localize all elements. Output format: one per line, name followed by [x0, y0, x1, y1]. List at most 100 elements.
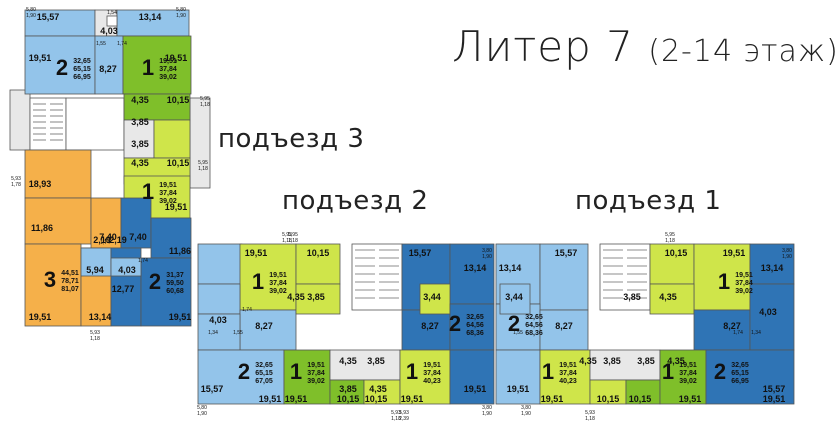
room-area-label: 4,35 [369, 384, 387, 394]
wall-dimension-label: 5,93 [399, 410, 409, 416]
wall-dimension-label: 1,55 [233, 330, 243, 336]
room-10-15-a [329, 379, 365, 405]
apartment-total-area: 37,84 [307, 370, 325, 377]
apartment-total-area: 37,84 [269, 280, 287, 287]
wall-dimension-label: 1,90 [782, 254, 792, 260]
room-area-label: 18,93 [29, 179, 52, 189]
room-area-label: 19,51 [763, 394, 786, 404]
room-4-35 [295, 283, 341, 315]
apartment-living-area: 32,65 [731, 362, 749, 369]
wall-dimension-label: 3,80 [482, 405, 492, 411]
apartment-room-count: 2 [508, 311, 520, 336]
apartment-room-count: 2 [238, 359, 250, 384]
room-area-label: 19,51 [165, 53, 188, 63]
apartment-area-with-balcony: 39,02 [159, 198, 177, 205]
room-area-label: 15,57 [555, 248, 578, 258]
room-area-label: 13,14 [464, 263, 487, 273]
room-19-51-lime [539, 349, 591, 405]
room-area-label: 3,85 [339, 384, 357, 394]
room-area-label: 3,85 [637, 356, 655, 366]
bathroom-block [329, 349, 401, 381]
apartment-total-area: 37,84 [159, 66, 177, 73]
room-area-label: 19,51 [29, 312, 52, 322]
wall-dimension-label: 5,93 [90, 330, 100, 336]
room-19-51-green [283, 349, 331, 405]
apartment-living-area: 32,65 [73, 58, 91, 65]
wall-dimension-label: 2,39 [399, 416, 409, 422]
room-13-14-dark [749, 243, 795, 285]
room-area-label: 13,14 [761, 263, 784, 273]
title-floors: (2-14 этаж) [648, 34, 839, 69]
apartment-room-count: 3 [44, 267, 56, 292]
room-area-label: 3,44 [423, 292, 441, 302]
room-15-57-dark [705, 349, 795, 405]
bathroom-block [589, 349, 661, 381]
room-area-label: 10,15 [337, 394, 360, 404]
room-13-14-dark [449, 243, 495, 305]
room-area-label: 10,15 [167, 158, 190, 168]
apartment-room-count: 1 [406, 359, 418, 384]
room-area-label: 8,27 [99, 64, 117, 74]
wall-dimension-label: 5,80 [176, 7, 186, 13]
wall-dimension-label: 1,55 [96, 41, 106, 47]
room-area-label: 3,85 [131, 117, 149, 127]
stair-well [599, 243, 651, 311]
wall-dimension-label: 1,90 [482, 411, 492, 417]
room-area-label: 19,51 [679, 394, 702, 404]
wc [106, 15, 118, 27]
apartment-area-with-balcony: 68,36 [525, 330, 543, 337]
wall-dimension-label: 1,55 [513, 330, 523, 336]
room-area-label: 15,57 [763, 384, 786, 394]
room-area-label: 3,85 [367, 356, 385, 366]
apartment-area-with-balcony: 39,02 [679, 378, 697, 385]
room-area-label: 4,03 [100, 26, 118, 36]
room-4-03 [749, 283, 795, 351]
room-area-label: 2,19 [109, 235, 127, 245]
room-area-label: 19,51 [169, 312, 192, 322]
wall-dimension-label: 1,74 [117, 41, 127, 47]
apartment-room-count: 1 [252, 269, 264, 294]
room-area-label: 15,57 [37, 12, 60, 22]
room-area-label: 4,35 [667, 356, 685, 366]
room-area-label: 11,86 [31, 223, 53, 233]
apartment-area-with-balcony: 40,23 [559, 378, 577, 385]
room-5-94 [80, 247, 112, 277]
apartment-room-count: 1 [662, 359, 674, 384]
room-area-label: 12,77 [112, 284, 135, 294]
room-area-label: 19,51 [259, 394, 282, 404]
room-area-label: 4,35 [659, 292, 677, 302]
room-area-label: 19,51 [541, 394, 564, 404]
room-area-label: 3,85 [131, 139, 149, 149]
wall-dimension-label: 1,18 [585, 416, 595, 422]
wall-dimension-label: 1,90 [197, 411, 207, 417]
apartment-total-area: 64,56 [466, 322, 484, 329]
room-15-57 [539, 243, 589, 311]
room-area-label: 19,51 [507, 384, 530, 394]
apartment-room-count: 2 [714, 359, 726, 384]
room-19-51-blue [495, 349, 541, 405]
room-area-label: 19,51 [245, 248, 268, 258]
room-area-label: 8,27 [421, 321, 439, 331]
room-area-label: 19,51 [723, 248, 746, 258]
wall-dimension-label: 1,90 [26, 13, 36, 19]
wall-dimension-label: 1,18 [200, 102, 210, 108]
wall-dimension-label: 5,80 [197, 405, 207, 411]
wall-dimension-label: 1,18 [90, 336, 100, 342]
wall-dimension-label: 5,80 [26, 7, 36, 13]
room-area-label: 3,85 [307, 292, 325, 302]
apartment-area-with-balcony: 68,36 [466, 330, 484, 337]
apartment-total-area: 64,56 [525, 322, 543, 329]
room-3-44 [499, 283, 531, 315]
entrance-1-label: подъезд 1 [575, 186, 722, 216]
apartment-living-area: 19,51 [679, 362, 697, 369]
room-area-label: 3,85 [603, 356, 621, 366]
room-8-27 [94, 35, 124, 95]
wall-dimension-label: 1,74 [733, 330, 743, 336]
room-area-label: 15,57 [201, 384, 224, 394]
room-area-label: 2,19 [93, 235, 111, 245]
apartment-total-area: 37,84 [159, 190, 177, 197]
room-area-label: 8,27 [555, 321, 573, 331]
wall-dimension-label: 5,95 [198, 160, 208, 166]
room-19-51-dark [449, 349, 495, 405]
entrance-2-label: подъезд 2 [282, 186, 429, 216]
